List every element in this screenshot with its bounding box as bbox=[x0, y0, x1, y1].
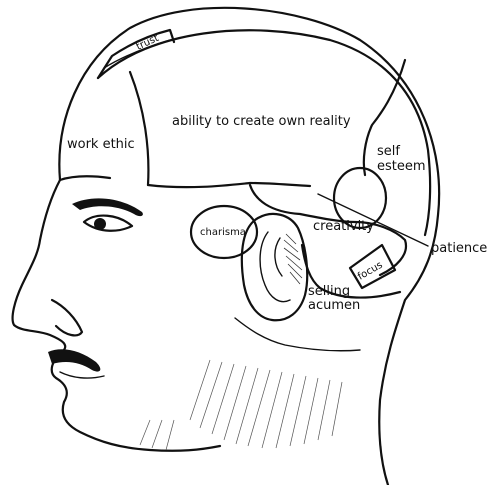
eyebrow bbox=[72, 198, 143, 216]
ear bbox=[242, 214, 307, 320]
trust-region bbox=[98, 30, 174, 78]
label-patience: patience bbox=[431, 241, 487, 256]
label-work-ethic: work ethic bbox=[67, 137, 135, 152]
work-ethic-bottom bbox=[60, 176, 110, 180]
label-trust: trust bbox=[135, 33, 161, 53]
jaw-line bbox=[235, 318, 360, 351]
label-ability: ability to create own reality bbox=[172, 114, 351, 129]
label-esteem: esteem bbox=[377, 159, 426, 174]
label-creativity: creativity bbox=[313, 219, 374, 234]
label-charisma: charisma bbox=[200, 227, 246, 238]
ear-shading bbox=[284, 234, 302, 284]
mouth bbox=[60, 372, 104, 378]
label-acumen: acumen bbox=[308, 298, 360, 313]
ability-bottom bbox=[148, 183, 310, 187]
pupil bbox=[94, 218, 106, 230]
neck-shading bbox=[140, 360, 342, 450]
nostril bbox=[52, 300, 82, 335]
face-profile bbox=[13, 180, 220, 451]
label-selling: selling bbox=[308, 284, 350, 299]
eye bbox=[84, 216, 132, 231]
label-self: self bbox=[377, 144, 400, 159]
work-ethic-divider bbox=[130, 72, 148, 185]
mustache bbox=[48, 349, 100, 371]
